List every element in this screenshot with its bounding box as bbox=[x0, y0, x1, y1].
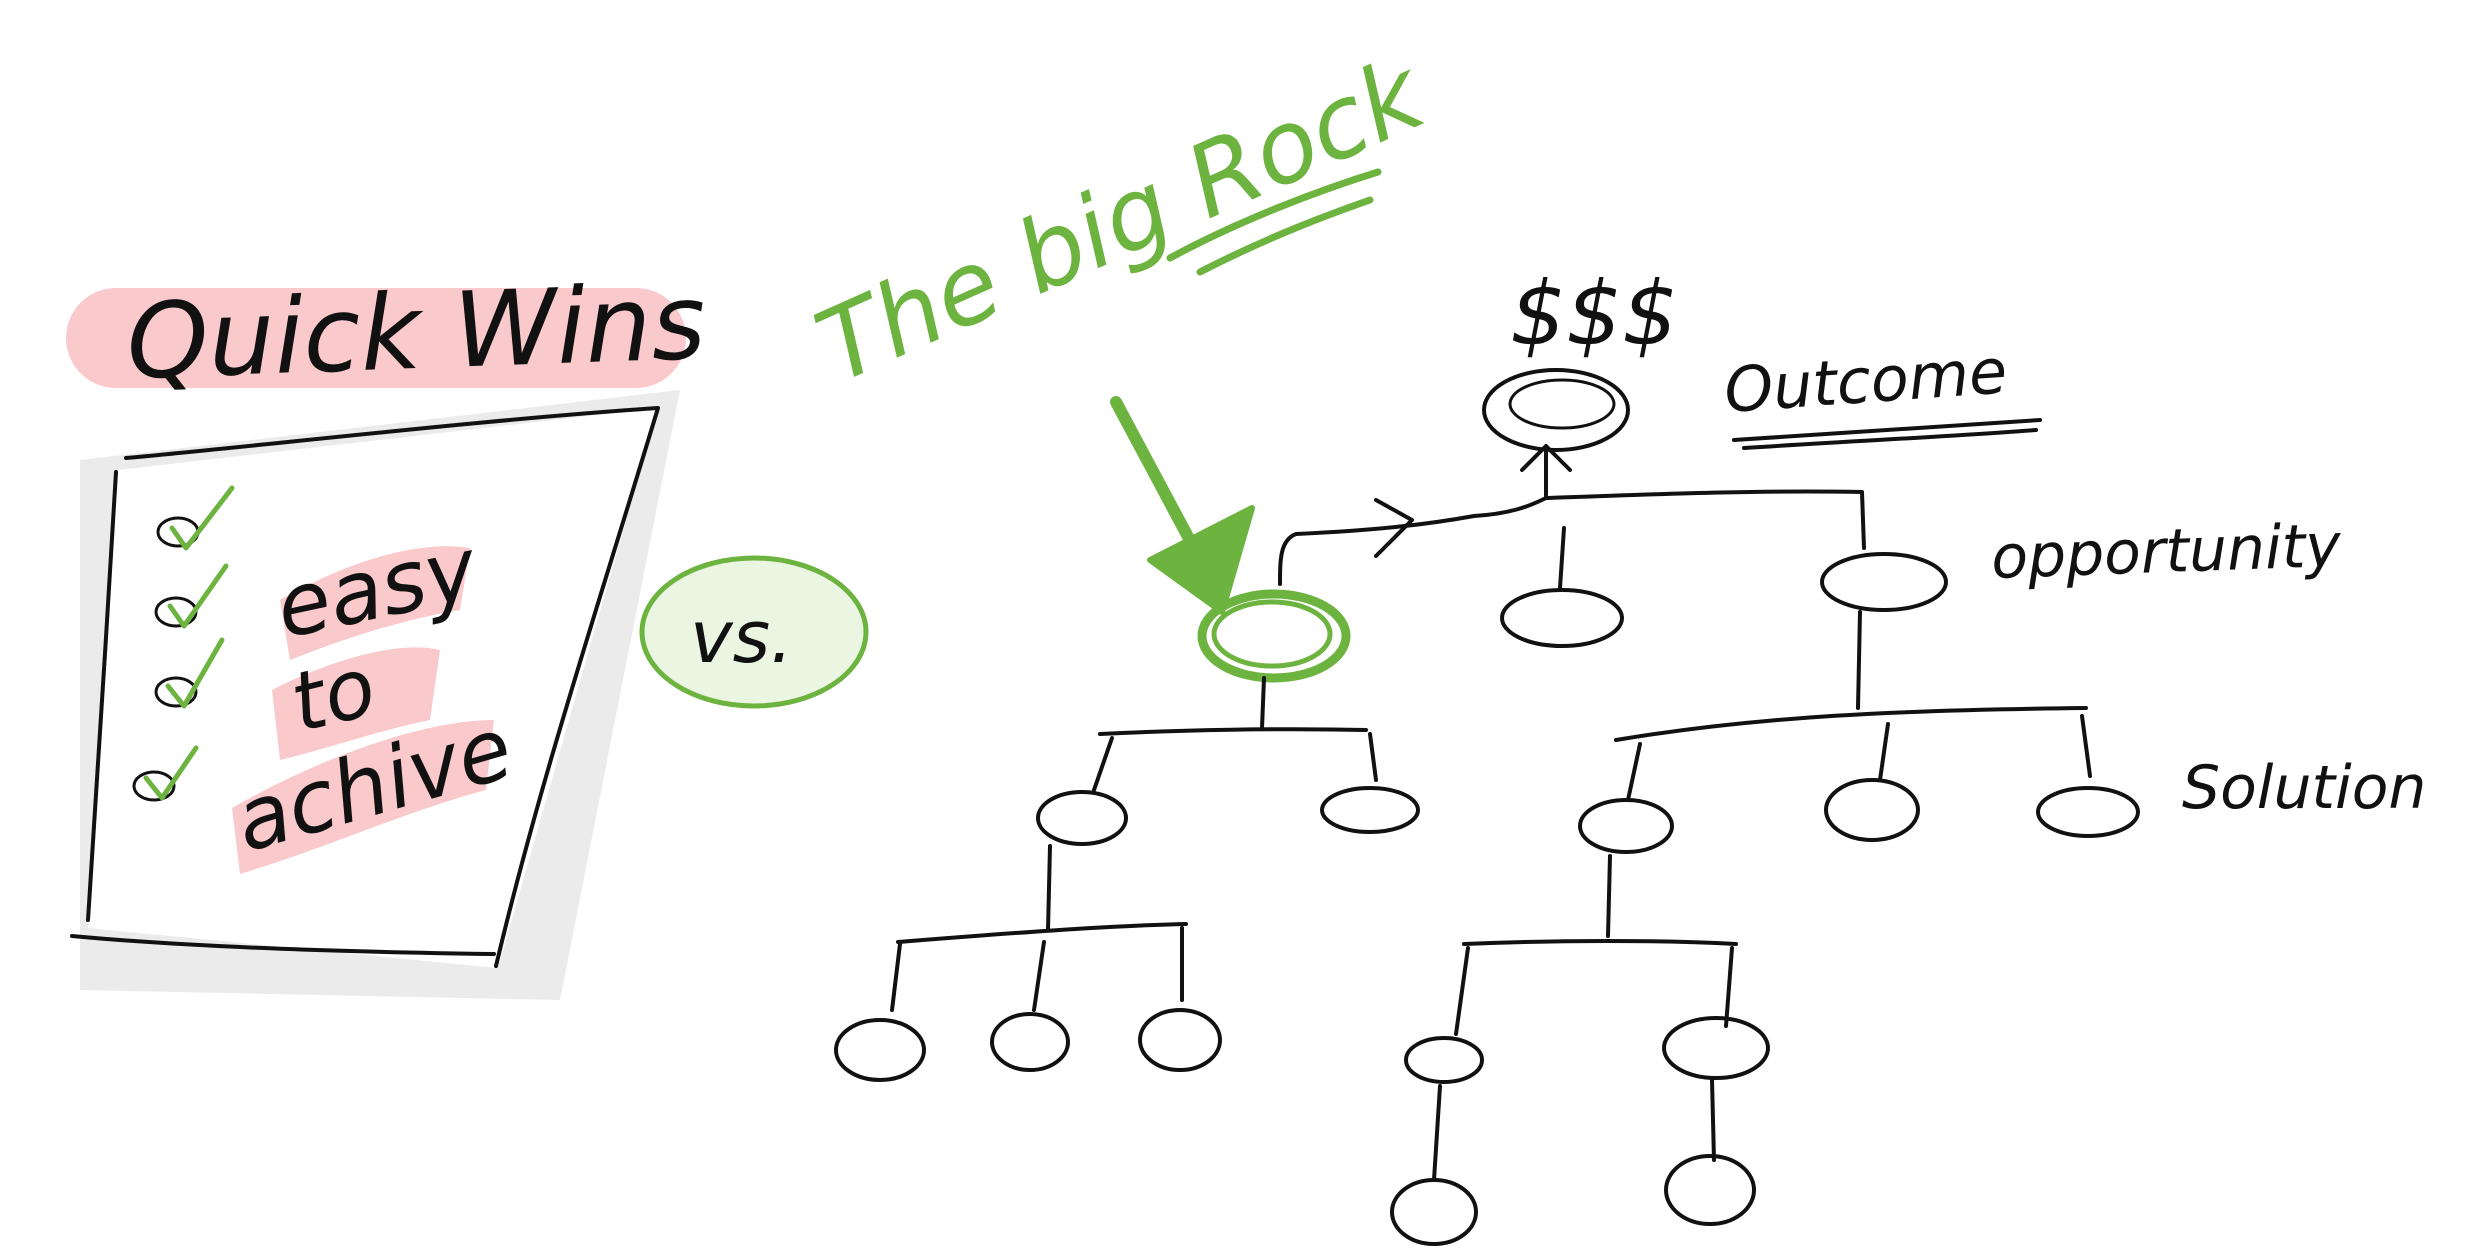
big-rock-arrowhead bbox=[1147, 505, 1255, 615]
checklist-item bbox=[154, 637, 225, 709]
outcome-node bbox=[1482, 368, 1630, 452]
checklist-item bbox=[154, 563, 229, 629]
solution-connector bbox=[1614, 706, 2088, 742]
big-rock-underline bbox=[1166, 168, 1382, 276]
solution-node bbox=[1578, 798, 1674, 854]
solution-node bbox=[1320, 786, 1420, 834]
big-rock-callout: The big Rock bbox=[800, 34, 1443, 683]
quick-wins-title: Quick Wins bbox=[125, 261, 708, 403]
text-highlight bbox=[280, 546, 470, 660]
opportunity-tree: $$$ Outcome opportunity Solution bbox=[834, 262, 2426, 1246]
paper-outline bbox=[70, 406, 660, 968]
leaf-node bbox=[834, 1018, 926, 1082]
text-highlight bbox=[232, 720, 494, 874]
big-rock-label: The big Rock bbox=[800, 34, 1443, 406]
solution-connector bbox=[1098, 727, 1368, 736]
solution-node bbox=[1036, 790, 1128, 846]
versus-bubble: vs. bbox=[639, 555, 869, 709]
leaf-node bbox=[1138, 1008, 1222, 1072]
root-value: $$$ bbox=[1510, 262, 1678, 365]
title-highlight bbox=[66, 288, 686, 388]
leaf-node bbox=[1390, 1178, 1478, 1246]
solution-node bbox=[2036, 786, 2140, 838]
level-label-opportunity: opportunity bbox=[1990, 511, 2343, 593]
leaf-node bbox=[990, 1012, 1070, 1072]
solution-node bbox=[1824, 778, 1920, 842]
leaf-node bbox=[1664, 1154, 1756, 1226]
leaf-node bbox=[1662, 1016, 1770, 1080]
level-label-solution: Solution bbox=[2182, 753, 2426, 823]
text-highlight bbox=[272, 647, 440, 760]
level-label-outcome: Outcome bbox=[1722, 334, 2009, 427]
checklist-item bbox=[156, 485, 235, 551]
path-to-outcome bbox=[1278, 496, 1548, 586]
opportunity-node bbox=[1820, 552, 1948, 612]
checklist bbox=[132, 485, 235, 802]
opportunity-connector bbox=[1544, 489, 1866, 550]
quick-wins-panel: Quick Wins easy bbox=[66, 261, 707, 1000]
big-rock-node bbox=[1197, 589, 1351, 683]
checklist-item bbox=[132, 745, 199, 802]
versus-label: vs. bbox=[690, 595, 793, 679]
leaf-node bbox=[1404, 1036, 1484, 1084]
opportunity-node bbox=[1500, 588, 1624, 648]
versus-ellipse bbox=[639, 555, 869, 709]
outcome-underline bbox=[1732, 418, 2042, 450]
